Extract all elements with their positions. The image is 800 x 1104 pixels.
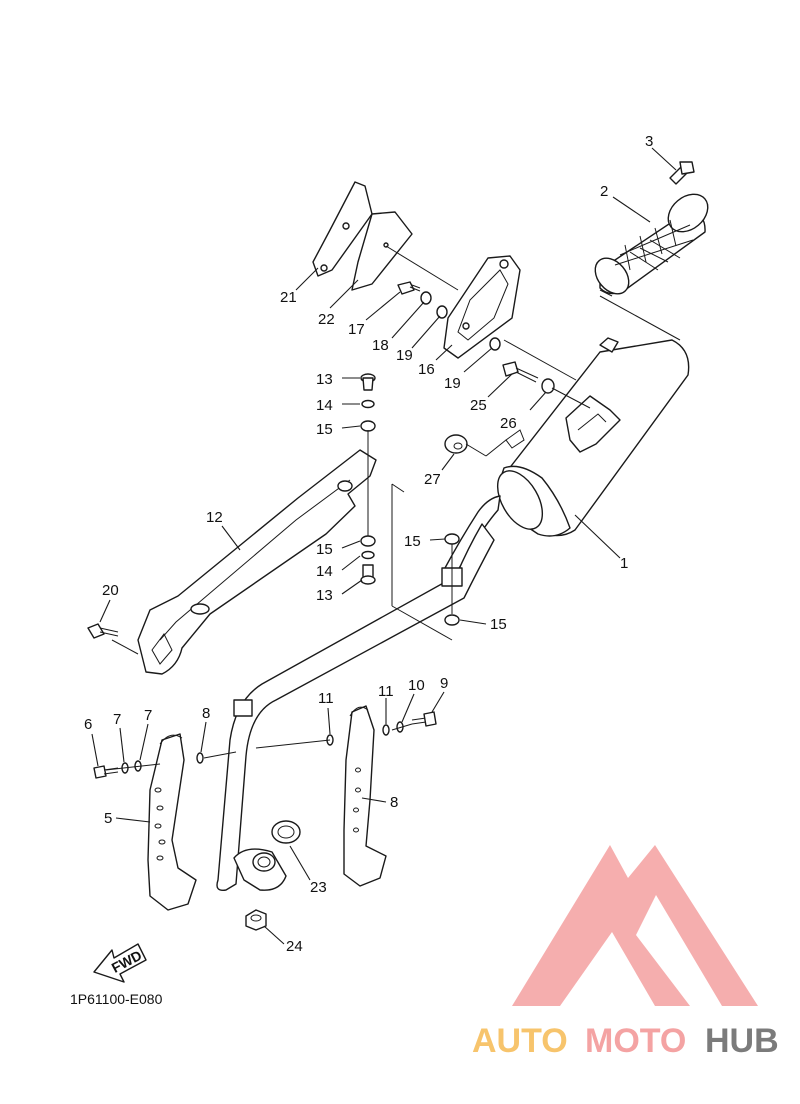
automotohub-logo — [512, 845, 758, 1006]
callout-19a: 19 — [396, 347, 413, 364]
callout-16: 16 — [418, 361, 435, 378]
drawing-code: 1P61100-E080 — [70, 991, 163, 1007]
callout-19b: 19 — [444, 375, 461, 392]
callout-6: 7 — [113, 711, 121, 728]
watermark-moto: MOTO — [585, 1022, 686, 1060]
callout-13-upper: 13 — [316, 371, 333, 388]
callout-1: 1 — [620, 555, 628, 572]
leader-lines — [91, 147, 681, 945]
pipe-protector-8 — [343, 705, 387, 887]
fwd-arrow-icon: FWD — [93, 943, 147, 983]
watermark-hub: HUB — [705, 1022, 779, 1060]
callout-3: 3 — [645, 133, 653, 150]
automotohub-wordmark: AUTO MOTO HUB — [472, 1022, 779, 1060]
callout-13-lower: 13 — [316, 587, 333, 604]
pipe-protector-4 — [147, 733, 197, 911]
gasket-23 — [271, 820, 301, 844]
callout-5: 6 — [84, 716, 92, 733]
washer-14-lower — [361, 550, 375, 560]
bolt-13-lower — [360, 564, 376, 585]
bolt-25 — [502, 361, 539, 383]
callout-12: 12 — [206, 509, 223, 526]
callout-26: 26 — [500, 415, 517, 432]
callout-11-right: 11 — [378, 683, 394, 700]
grommet-27 — [444, 434, 468, 454]
collar-15-mid — [360, 535, 376, 547]
callout-8: 8 — [390, 794, 398, 811]
callout-15-right: 15 — [404, 533, 421, 550]
collar-15-right — [444, 533, 460, 545]
watermark-auto: AUTO — [472, 1022, 568, 1060]
callout-4: 5 — [104, 810, 112, 827]
callout-9: 9 — [440, 675, 448, 692]
callout-22: 22 — [318, 311, 335, 328]
baffle-screen — [594, 193, 709, 295]
bolt-13-upper — [360, 373, 376, 391]
bolt-20 — [87, 623, 119, 639]
guard-plate-21 — [312, 181, 373, 277]
exhaust-flange — [233, 848, 287, 891]
nut-24 — [245, 909, 267, 931]
callout-labels: 3 2 21 22 17 18 19 16 19 25 26 27 1 13 1… — [84, 133, 653, 955]
washer-19b — [489, 337, 501, 351]
callout-20: 20 — [102, 582, 119, 599]
callout-14-lower: 14 — [316, 563, 333, 580]
washer-14-upper — [361, 399, 375, 409]
callout-23: 23 — [310, 879, 327, 896]
muffler-bracket-12 — [137, 449, 377, 675]
clip-11-right — [382, 724, 390, 736]
callout-24: 24 — [286, 938, 303, 955]
bolt-9 — [411, 711, 437, 727]
washer-26 — [541, 378, 555, 394]
bolt-5 — [93, 765, 119, 779]
collar-15-upper — [360, 420, 376, 432]
callout-15-upper: 15 — [316, 421, 333, 438]
bolt-17 — [397, 281, 421, 295]
callout-18: 18 — [372, 337, 389, 354]
callout-21: 21 — [280, 289, 297, 306]
callout-11-left: 11 — [318, 690, 334, 707]
washer-18 — [420, 291, 432, 305]
protector-16 — [443, 255, 521, 359]
clip-7-right — [196, 752, 204, 764]
callout-7-right: 8 — [202, 705, 210, 722]
collar-15-lower — [444, 614, 460, 626]
washer-19a — [436, 305, 448, 319]
callout-15-mid: 15 — [316, 541, 333, 558]
callout-14-upper: 14 — [316, 397, 333, 414]
callout-27: 27 — [424, 471, 441, 488]
callout-2: 2 — [600, 183, 608, 200]
callout-25: 25 — [470, 397, 487, 414]
muffler-assembly — [444, 337, 690, 571]
guard-plate-22 — [351, 211, 413, 291]
bolt-3 — [669, 161, 695, 185]
callout-7-left: 7 — [144, 707, 152, 724]
callout-17: 17 — [348, 321, 365, 338]
callout-15-lower: 15 — [490, 616, 507, 633]
callout-10: 10 — [408, 677, 425, 694]
